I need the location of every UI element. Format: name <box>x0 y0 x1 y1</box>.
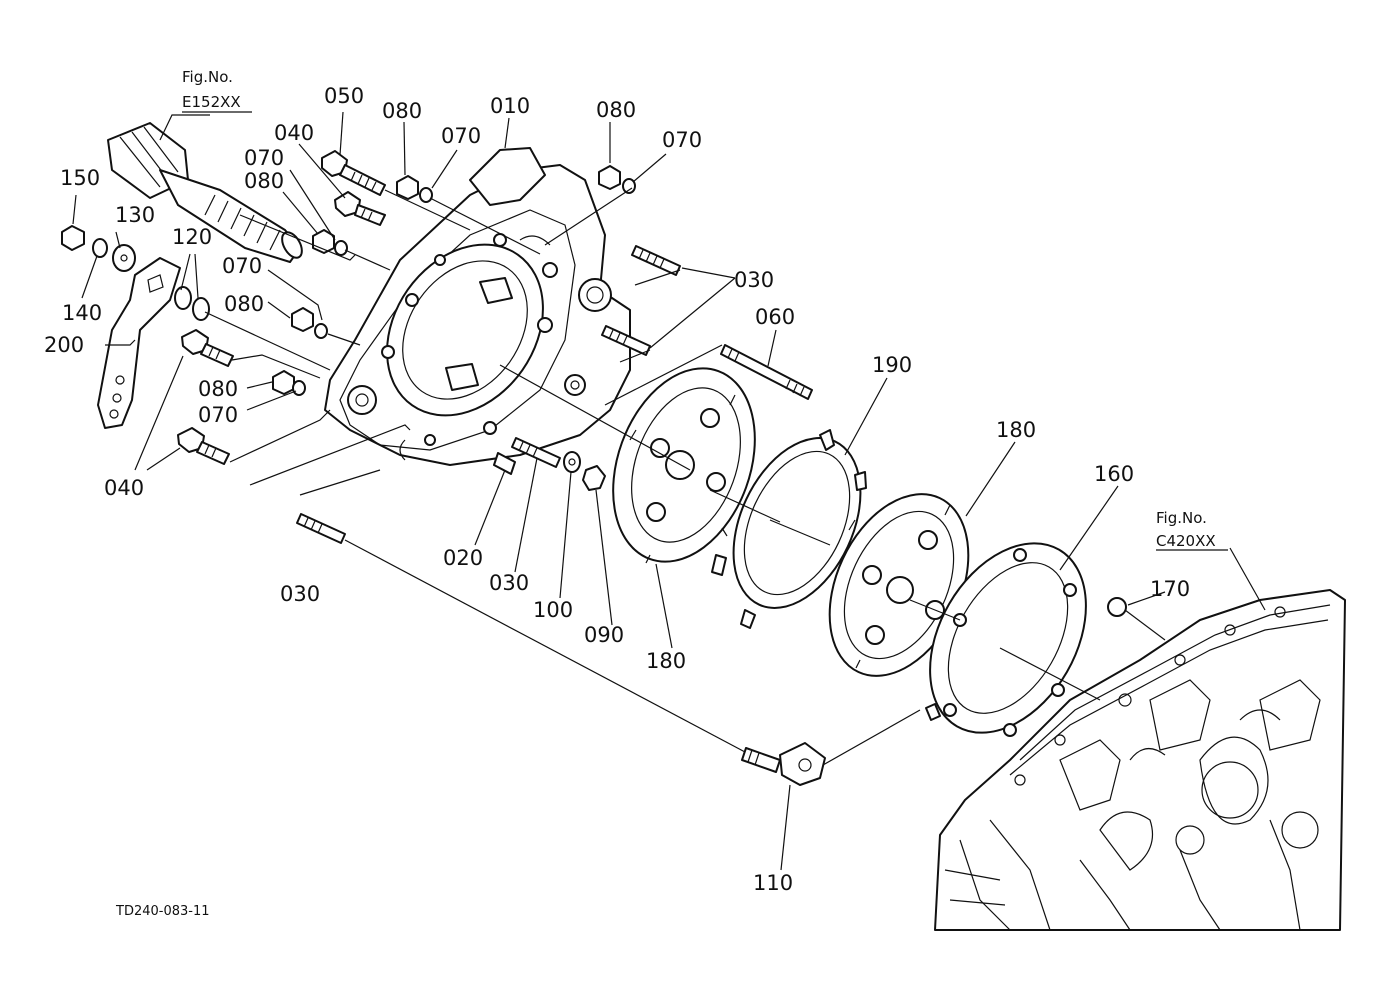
part-labels: Fig.No. E152XX Fig.No. C420XX 050 080 01… <box>44 68 1228 919</box>
cover-plate <box>925 542 1087 737</box>
label-080-e: 080 <box>198 377 238 401</box>
alignment-lines <box>204 187 1166 766</box>
label-030-b: 030 <box>489 571 529 595</box>
label-110: 110 <box>753 871 793 895</box>
label-080-d: 080 <box>224 292 264 316</box>
label-080-b: 080 <box>596 98 636 122</box>
label-120: 120 <box>172 225 212 249</box>
label-070-d: 070 <box>222 254 262 278</box>
label-140: 140 <box>62 301 102 325</box>
label-020: 020 <box>443 546 483 570</box>
ref-right-line1: Fig.No. <box>1156 509 1207 527</box>
label-070-a: 070 <box>441 124 481 148</box>
label-160: 160 <box>1094 462 1134 486</box>
transmission-case <box>934 589 1346 931</box>
ref-top-line2: E152XX <box>182 93 241 111</box>
label-180-a: 180 <box>996 418 1036 442</box>
housing <box>324 147 631 466</box>
label-050: 050 <box>324 84 364 108</box>
label-080-a: 080 <box>382 99 422 123</box>
label-180-b: 180 <box>646 649 686 673</box>
ref-top-line1: Fig.No. <box>182 68 233 86</box>
label-040-a: 040 <box>274 121 314 145</box>
figure-code: TD240-083-11 <box>115 904 210 919</box>
label-080-c: 080 <box>244 169 284 193</box>
label-010: 010 <box>490 94 530 118</box>
ref-right-line2: C420XX <box>1156 532 1216 550</box>
label-030-c: 030 <box>280 582 320 606</box>
leader-lines <box>72 111 1266 871</box>
label-060: 060 <box>755 305 795 329</box>
label-170: 170 <box>1150 577 1190 601</box>
label-070-b: 070 <box>662 128 702 152</box>
label-070-c: 070 <box>244 146 284 170</box>
label-200: 200 <box>44 333 84 357</box>
lever <box>97 257 181 429</box>
hardware <box>61 150 1127 786</box>
label-100: 100 <box>533 598 573 622</box>
label-130: 130 <box>115 203 155 227</box>
friction-plate <box>711 429 867 629</box>
brake-disc-right <box>828 493 970 677</box>
o-rings <box>174 286 210 321</box>
label-090: 090 <box>584 623 624 647</box>
label-030-a: 030 <box>734 268 774 292</box>
label-070-e: 070 <box>198 403 238 427</box>
label-190: 190 <box>872 353 912 377</box>
label-040-b: 040 <box>104 476 144 500</box>
label-150: 150 <box>60 166 100 190</box>
